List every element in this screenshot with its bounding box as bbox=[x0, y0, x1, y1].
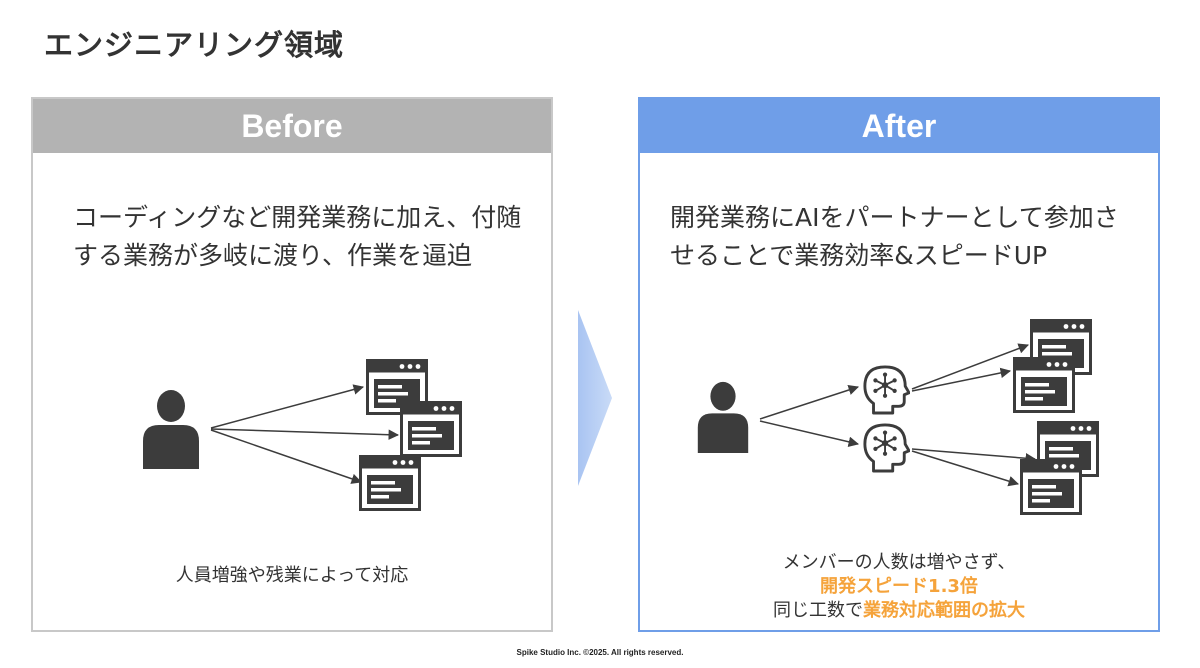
before-illustration bbox=[143, 359, 462, 511]
before-arrows bbox=[210, 384, 400, 484]
before-description: コーディングなど開発業務に加え、付随する業務が多岐に渡り、作業を逼迫 bbox=[73, 203, 522, 270]
person-icon bbox=[697, 381, 749, 453]
before-header: Before bbox=[33, 99, 551, 153]
before-caption: 人員増強や残業によって対応 bbox=[175, 565, 409, 586]
after-panel: After 開発業務にAIをパートナーとして参加させることで業務効率&スピードU… bbox=[638, 97, 1160, 632]
before-panel: Before コーディングなど開発業務に加え、付随する業務が多岐に渡り、作業を逼… bbox=[31, 97, 553, 632]
ai-head-icon bbox=[863, 365, 910, 415]
browser-window-icon bbox=[1013, 357, 1075, 413]
browser-window-icon bbox=[400, 401, 462, 457]
after-header: After bbox=[640, 99, 1158, 153]
after-caption: メンバーの人数は増やさず、 開発スピード1.3倍 同じ工数で業務対応範囲の拡大 bbox=[640, 551, 1158, 623]
ai-head-icon bbox=[863, 423, 910, 473]
after-caption-line3: 同じ工数で業務対応範囲の拡大 bbox=[640, 599, 1158, 623]
after-caption-highlight-scope: 業務対応範囲の拡大 bbox=[863, 600, 1025, 621]
after-caption-line1: メンバーの人数は増やさず、 bbox=[782, 552, 1016, 573]
after-caption-line3-prefix: 同じ工数で bbox=[773, 600, 863, 621]
person-icon bbox=[143, 390, 199, 469]
browser-window-icon bbox=[1020, 459, 1082, 515]
browser-window-icon bbox=[359, 455, 421, 511]
after-illustration bbox=[697, 319, 1099, 515]
footer-copyright: Spike Studio Inc. ©2025. All rights rese… bbox=[516, 648, 684, 657]
after-description: 開発業務にAIをパートナーとして参加させることで業務効率&スピードUP bbox=[670, 203, 1119, 270]
after-arrows bbox=[759, 343, 1037, 487]
page-title: エンジニアリング領域 bbox=[44, 28, 345, 62]
after-caption-highlight-speed: 開発スピード1.3倍 bbox=[820, 576, 978, 597]
